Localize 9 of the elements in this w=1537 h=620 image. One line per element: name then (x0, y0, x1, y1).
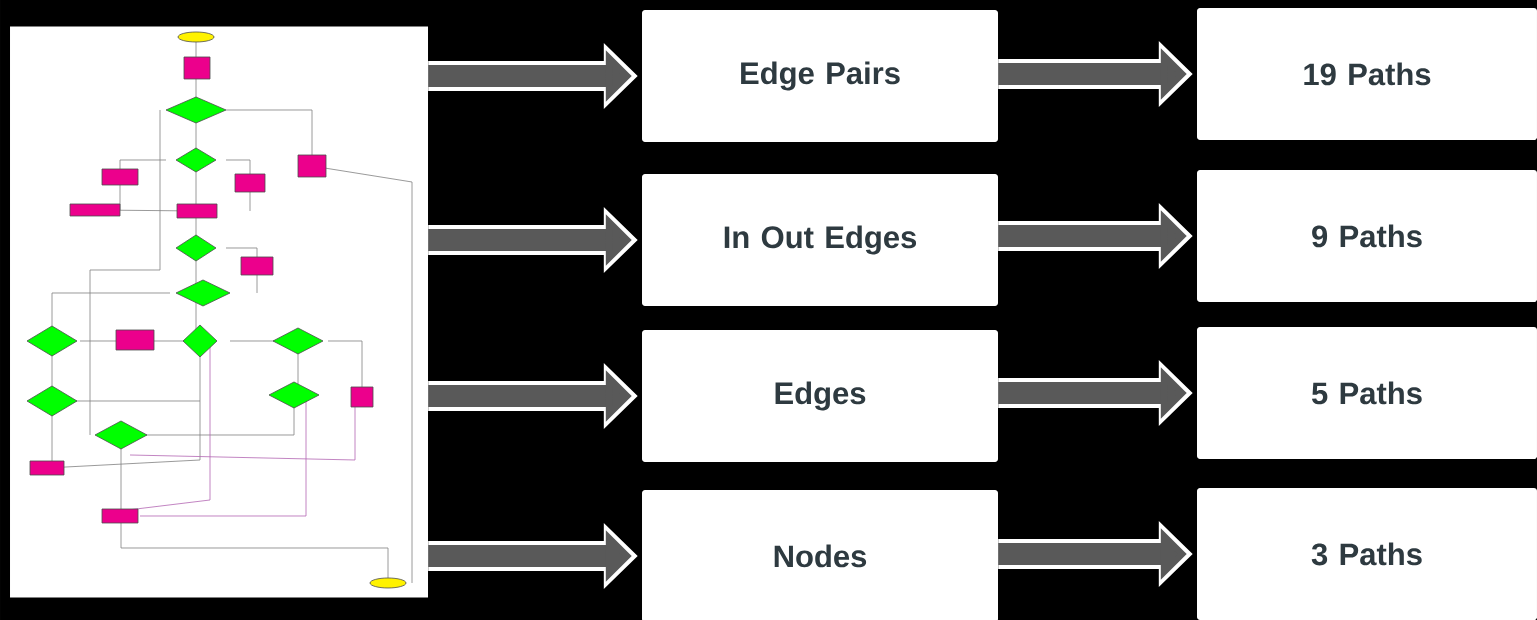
label-box: 9 Paths (1197, 170, 1537, 302)
label-box: 19 Paths (1197, 8, 1537, 140)
label-box: In Out Edges (642, 174, 998, 306)
label-box: Edges (642, 330, 998, 462)
label-box: Nodes (642, 490, 998, 620)
label-box: 5 Paths (1197, 327, 1537, 459)
flowchart-drawing (10, 26, 428, 598)
label-box: 3 Paths (1197, 488, 1537, 620)
label-box: Edge Pairs (642, 10, 998, 142)
